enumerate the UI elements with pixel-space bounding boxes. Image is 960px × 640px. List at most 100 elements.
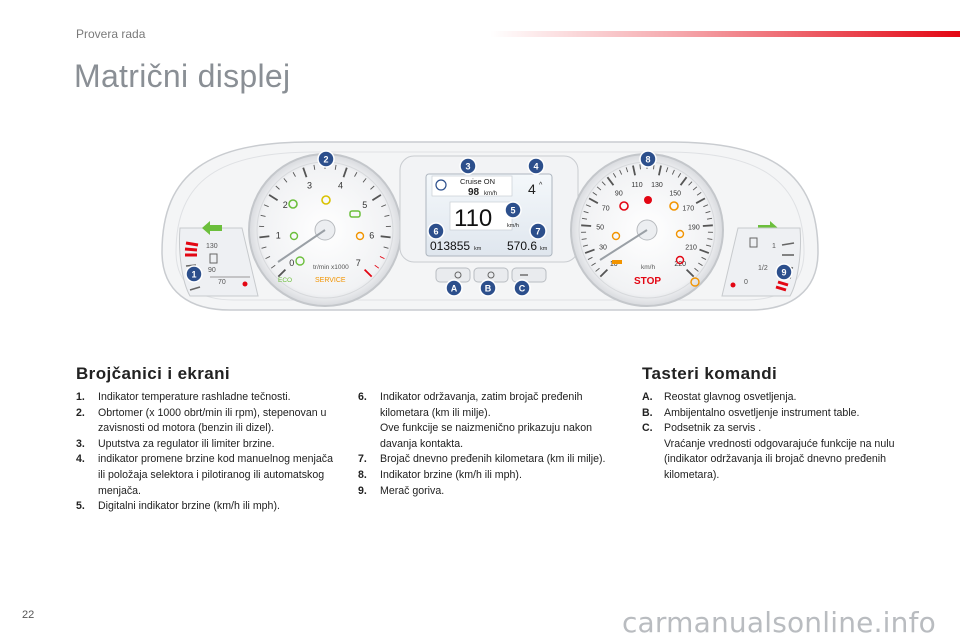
svg-text:5: 5 — [510, 206, 515, 216]
eco-label: ECO — [278, 277, 292, 284]
list-item: 1.Indikator temperature rashladne tečnos… — [76, 391, 291, 403]
callout-9: 9 — [775, 263, 793, 281]
list-item: 8.Indikator brzine (km/h ili mph). — [358, 468, 522, 481]
speedometer-tick — [583, 210, 589, 214]
tachometer-tick — [313, 164, 316, 170]
callout-8: 8 — [639, 150, 657, 168]
svg-text:A: A — [451, 284, 458, 294]
speedometer-tick — [585, 204, 591, 208]
speedometer-tick-label: 30 — [599, 244, 607, 251]
tachometer-tick — [354, 172, 358, 177]
speedometer-tick — [677, 173, 682, 178]
tachometer-tick-label: 7 — [356, 258, 361, 268]
tachometer-tick — [259, 235, 270, 239]
temperature-high-label: 130 — [206, 243, 218, 250]
digital-speed-unit: km/h — [507, 223, 519, 229]
list-item: 7.Brojač dnevno pređenih kilometara (km … — [358, 453, 606, 466]
speedometer-tick-label: 210 — [685, 244, 697, 251]
trip-unit: km — [540, 246, 548, 252]
tachometer-tick — [383, 246, 389, 249]
svg-text:7: 7 — [535, 227, 540, 237]
tachometer-tick — [370, 185, 375, 190]
temperature-low-label: 70 — [218, 279, 226, 286]
svg-text:^: ^ — [539, 182, 543, 189]
tachometer-tick — [270, 264, 276, 269]
speedometer-tick — [581, 217, 588, 220]
gauges-list-continued: 6. Indikator održavanja, zatim brojač pr… — [358, 390, 623, 499]
callout-a: A — [445, 279, 463, 297]
list-item: 2.Obrtomer (x 1000 obrt/min ili rpm), st… — [76, 406, 327, 435]
list-item: 3.Uputstva za regulator ili limiter brzi… — [76, 437, 275, 450]
tachometer-tick-label: 0 — [289, 258, 294, 268]
speedometer-tick-label: 50 — [596, 225, 604, 232]
fuel-full-label: 1 — [772, 243, 776, 250]
speedometer-tick — [619, 169, 623, 175]
speedometer-tick — [692, 186, 698, 191]
tachometer-tick — [371, 194, 382, 201]
tachometer-tick — [265, 256, 271, 260]
callout-4: 4 — [527, 157, 545, 175]
tachometer-tick — [275, 185, 280, 190]
speedometer-tick — [625, 167, 629, 173]
digital-speed-value: 110 — [454, 205, 492, 232]
speedometer-tick — [658, 165, 662, 176]
tachometer-tick — [263, 204, 269, 208]
tachometer-tick — [277, 268, 287, 278]
speedometer-tick-label: 190 — [688, 225, 700, 232]
svg-text:B: B — [485, 284, 492, 294]
speedometer-tick — [696, 191, 702, 196]
speedometer-tick — [695, 197, 706, 204]
speedometer-tick — [665, 167, 669, 173]
tachometer-tick-label: 1 — [276, 230, 281, 240]
speedometer-tick — [698, 262, 703, 267]
page-title: Matrični displej — [74, 58, 291, 94]
tachometer-tick-label: 5 — [362, 200, 367, 210]
speedometer-tick — [702, 224, 713, 227]
fuel-empty-label: 0 — [744, 279, 748, 286]
left-turn-arrow-icon — [202, 221, 222, 235]
cruise-speed-unit: km/h — [484, 191, 497, 197]
tachometer-tick — [292, 172, 296, 177]
speedometer-tick-label: 150 — [669, 190, 681, 197]
list-item: A.Reostat glavnog osvetljenja. — [642, 391, 797, 403]
list-item: C. Podsetnik za servis .Vraćanje vrednos… — [642, 422, 895, 481]
list-item: B.Ambijentalno osvetljenje instrument ta… — [642, 406, 860, 419]
svg-text:2: 2 — [323, 155, 328, 165]
speedometer-tick-label: 70 — [602, 205, 610, 212]
speedometer-tick — [639, 164, 641, 170]
speedometer-tick — [587, 256, 593, 260]
speedometer-unit-label: km/h — [641, 264, 655, 271]
speedometer-tick — [707, 238, 713, 240]
tachometer-tick — [374, 264, 380, 269]
tachometer-unit-label: tr/min x1000 — [313, 264, 349, 271]
speedometer-tick — [688, 181, 693, 186]
controls-list: A.Reostat glavnog osvetljenja. B.Ambijen… — [642, 390, 900, 484]
speedometer-tick-label: 170 — [682, 205, 694, 212]
page-number: 22 — [22, 609, 35, 621]
speedometer-tick-label: 110 — [631, 182, 642, 189]
speedometer-tick — [591, 262, 596, 267]
temperature-mid-label: 90 — [208, 267, 216, 274]
speedometer-tick — [599, 268, 609, 278]
callout-c: C — [513, 279, 531, 297]
svg-text:1: 1 — [191, 270, 196, 280]
tachometer-tick — [362, 178, 367, 183]
speedometer-tick — [588, 197, 599, 204]
speedometer-tick — [592, 191, 598, 196]
section-gauges-title: Brojčanici i ekrani — [76, 364, 231, 383]
service-label: SERVICE — [315, 277, 346, 284]
section-label: Provera rada — [76, 27, 146, 41]
speedometer-tick — [632, 165, 636, 176]
speedometer-tick — [706, 217, 713, 220]
odometer-unit: km — [474, 246, 482, 252]
speedometer-tick — [581, 238, 587, 240]
callout-7: 7 — [529, 222, 547, 240]
callout-2: 2 — [317, 150, 335, 168]
list-item: 6. Indikator održavanja, zatim brojač pr… — [358, 391, 592, 450]
tachometer-tick — [342, 167, 348, 178]
speedometer-tick — [685, 268, 695, 278]
speedometer-tick-label: 90 — [615, 190, 623, 197]
list-item: 4.indikator promene brzine kod manuelnog… — [76, 453, 333, 497]
